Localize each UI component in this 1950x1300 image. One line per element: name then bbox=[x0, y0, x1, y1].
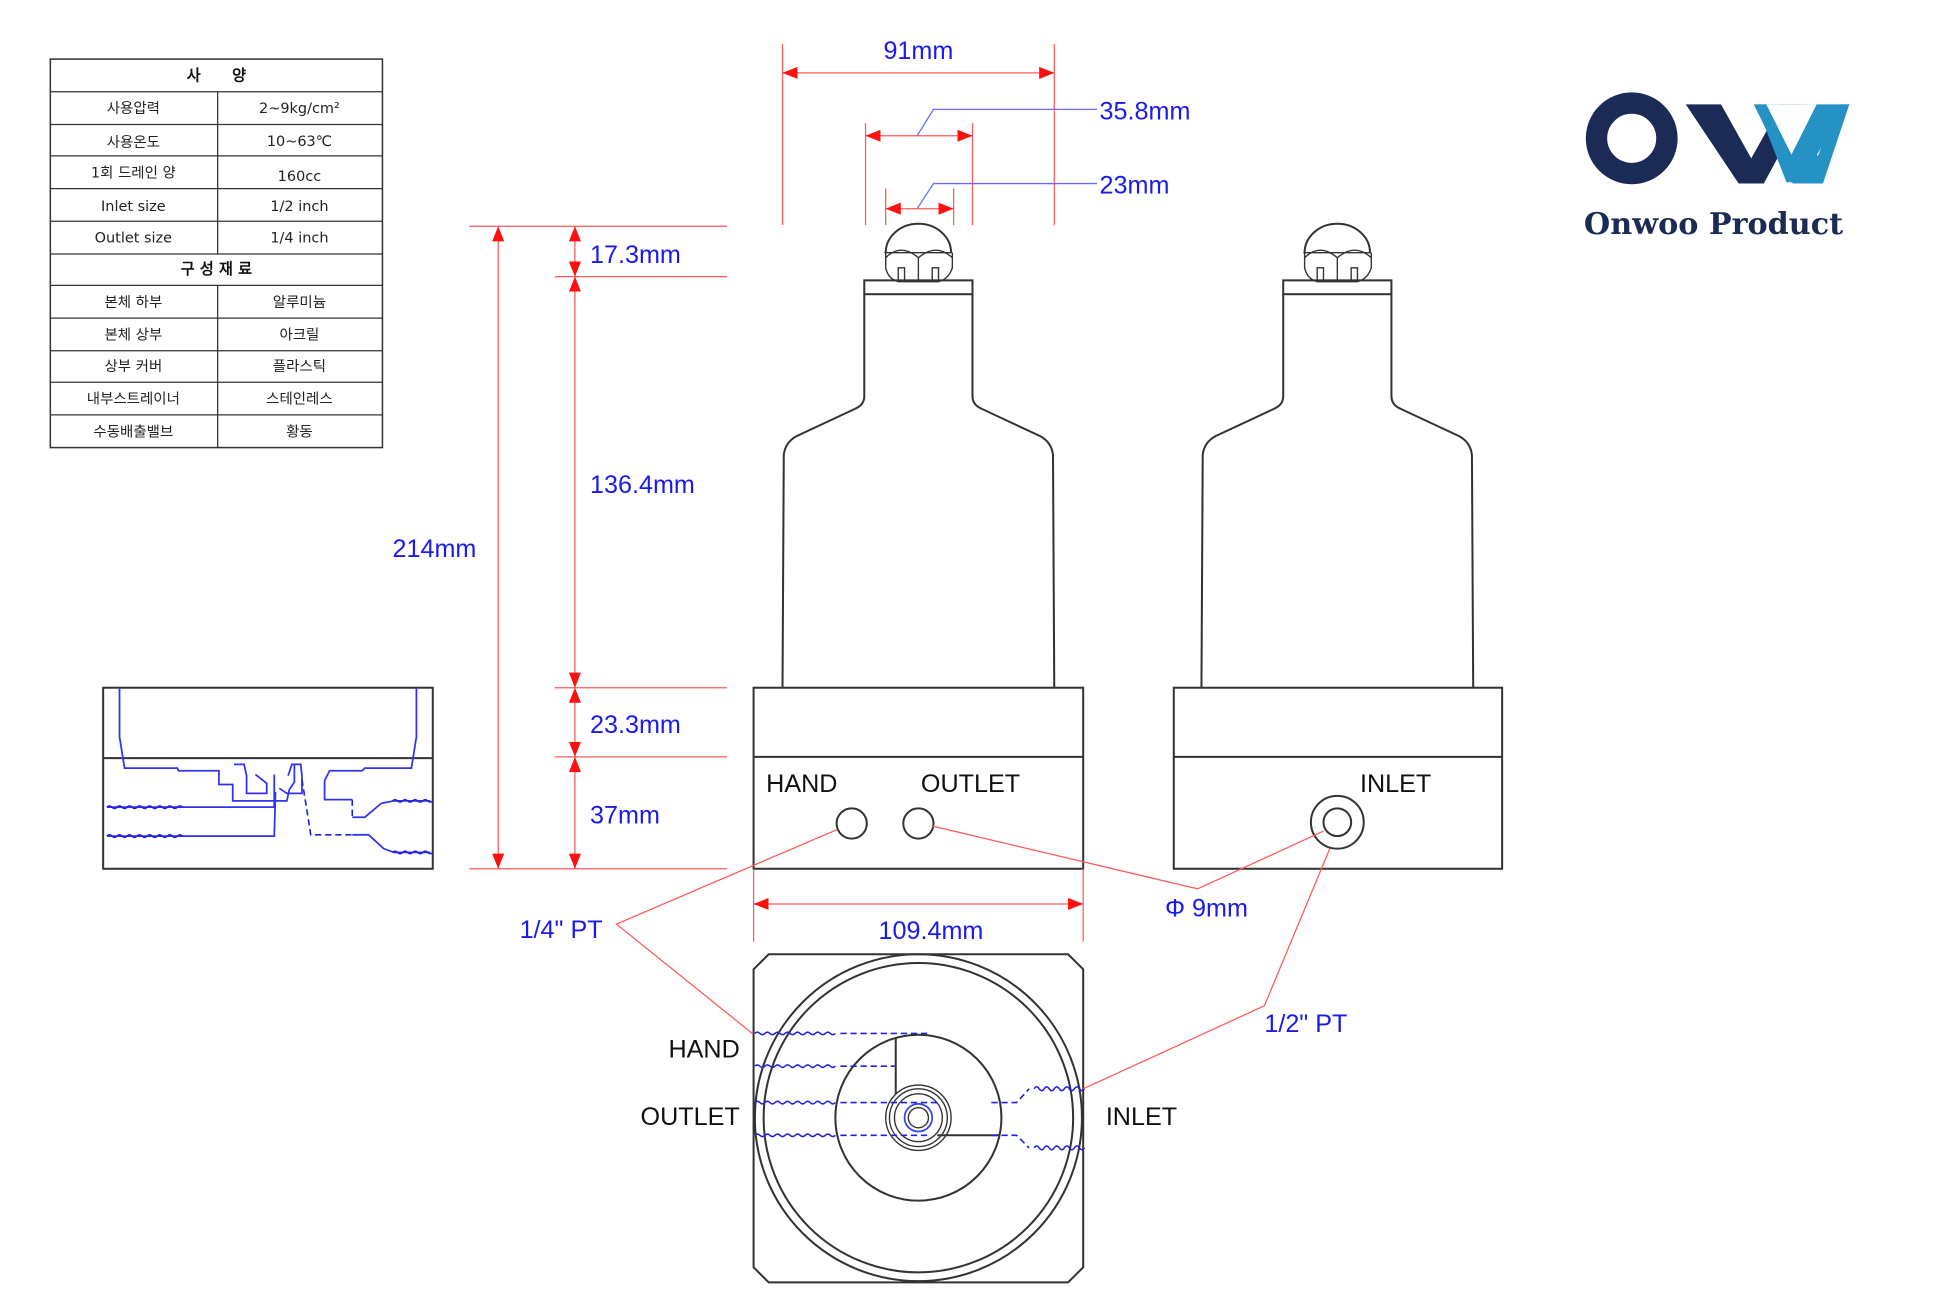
material-value: 스테인레스 bbox=[266, 391, 333, 408]
dim-base-lower: 37mm bbox=[590, 802, 660, 830]
dim-bowl-height: 136.4mm bbox=[590, 471, 695, 499]
side-view: INLET bbox=[1172, 222, 1504, 870]
outlet-label: OUTLET bbox=[921, 770, 1020, 798]
base-block bbox=[752, 686, 1085, 870]
dim-inlet-thread: 1/2" PT bbox=[1264, 1010, 1347, 1038]
inlet-port-inner bbox=[1322, 807, 1353, 838]
spec-label: Outlet size bbox=[95, 231, 173, 247]
material-label: 내부스트레이너 bbox=[87, 391, 180, 408]
spec-label: 1회 드레인 양 bbox=[91, 164, 176, 181]
spec-label: Inlet size bbox=[101, 199, 166, 215]
material-label: 본체 상부 bbox=[104, 326, 162, 343]
material-header: 구 성 재 료 bbox=[181, 260, 252, 278]
spec-value: 10~63℃ bbox=[267, 134, 332, 150]
brand-logo: Onwoo Product bbox=[1584, 92, 1850, 242]
top-outlet-label: OUTLET bbox=[641, 1103, 740, 1131]
spec-value: 160cc bbox=[278, 169, 322, 185]
spec-table: 사 양 사용압력 2~9kg/cm² 사용온도 10~63℃ 1회 드레인 양 … bbox=[49, 58, 384, 449]
outlet-port bbox=[902, 807, 935, 840]
material-value: 알루미늄 bbox=[273, 294, 326, 311]
material-value: 아크릴 bbox=[279, 326, 319, 343]
cap-dome bbox=[884, 222, 953, 253]
spec-value: 1/4 inch bbox=[270, 231, 328, 247]
brand-name: Onwoo Product bbox=[1584, 207, 1843, 242]
dim-total-height: 214mm bbox=[393, 535, 477, 563]
spec-header: 사 양 bbox=[187, 66, 246, 84]
top-view: HAND OUTLET INLET bbox=[641, 953, 1177, 1284]
dim-outlet-thread: 1/4" PT bbox=[520, 916, 603, 944]
material-label: 본체 하부 bbox=[104, 294, 162, 311]
spec-label: 사용온도 bbox=[107, 134, 160, 151]
section-view bbox=[102, 686, 434, 870]
dim-port-diameter: Φ 9mm bbox=[1165, 895, 1248, 923]
dimensions: 91mm 35.8mm 23mm 214mm 17.3mm 136.4mm 23… bbox=[393, 37, 1347, 1090]
material-value: 플라스틱 bbox=[273, 358, 326, 375]
material-label: 수동배출밸브 bbox=[93, 423, 173, 440]
top-cover-plate bbox=[863, 279, 974, 296]
material-label: 상부 커버 bbox=[104, 358, 162, 375]
top-hand-label: HAND bbox=[668, 1035, 739, 1063]
hand-port bbox=[835, 807, 868, 840]
hand-label: HAND bbox=[766, 770, 837, 798]
spec-value: 2~9kg/cm² bbox=[259, 101, 340, 117]
inlet-label: INLET bbox=[1360, 770, 1431, 798]
dim-cap-inner: 23mm bbox=[1100, 172, 1170, 200]
top-inlet-label: INLET bbox=[1106, 1103, 1177, 1131]
logo-o-mark bbox=[1585, 92, 1678, 185]
inlet-port-outer bbox=[1309, 794, 1365, 850]
dim-cap-outer: 35.8mm bbox=[1100, 97, 1191, 125]
spec-label: 사용압력 bbox=[107, 100, 160, 117]
top-view-outline bbox=[752, 953, 1085, 1284]
material-value: 황동 bbox=[286, 423, 313, 440]
dim-base-width: 109.4mm bbox=[879, 917, 984, 945]
bowl-body bbox=[781, 294, 1056, 688]
front-view: HAND OUTLET bbox=[752, 222, 1085, 870]
dim-total-width: 91mm bbox=[883, 37, 953, 65]
dim-base-upper: 23.3mm bbox=[590, 711, 681, 739]
dim-cap-height: 17.3mm bbox=[590, 241, 681, 269]
spec-value: 1/2 inch bbox=[270, 199, 328, 215]
